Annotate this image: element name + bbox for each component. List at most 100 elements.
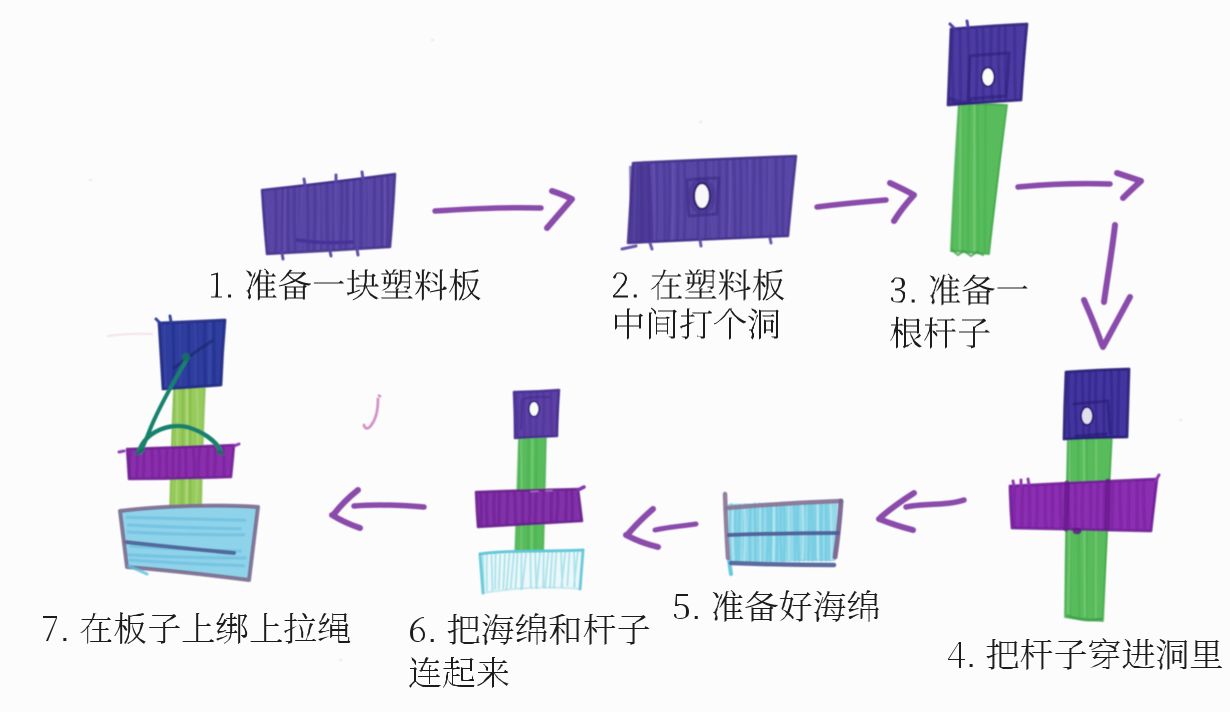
ink-stroke [135,448,225,456]
ink-stroke [1100,294,1133,350]
ink-stroke [903,497,967,510]
marker-texture [266,176,387,254]
ink-stroke [727,531,840,537]
ink-stroke [280,170,365,261]
arrows-layer [329,170,1144,550]
ink-stroke [949,101,1009,256]
arrow-step3-right [1015,170,1144,201]
ink-blob [1072,527,1082,535]
ink-stroke [1063,478,1111,532]
ink-stroke [728,560,837,568]
ink-stroke [832,498,844,560]
marker-texture [478,489,575,527]
ink-stroke [478,548,585,595]
ink-stroke [814,197,889,210]
ink-stroke [1066,614,1103,622]
ink-stroke [1072,399,1112,438]
glyph-根 [890,316,922,349]
glyph-来 [477,657,509,688]
marker-texture [1012,479,1147,531]
glyph-中 [615,308,643,340]
figure-step1-plastic-board [260,170,397,261]
ink-stroke [948,19,970,31]
figure-step4-pole-through-board [1008,367,1161,623]
ink-stroke [947,96,973,105]
ink-stroke [887,180,917,224]
ink-stroke [362,397,380,430]
ink-stroke [474,487,584,529]
rope-knot [182,353,190,361]
glyph-. [911,299,915,303]
arrow-step5-to-step6 [623,506,699,550]
ink-stroke [117,442,241,454]
figure-step6-sponge-attached-to-pole [474,388,586,595]
ink-stroke [1015,180,1113,190]
caption-step1: 1. 准备一块塑料板 [211,268,481,301]
ink-stroke [432,204,544,214]
ink-stroke [652,521,699,533]
caption-step7: 7. 在板子上绑上拉绳 [43,612,351,644]
figure-step2-board-with-hole [620,154,798,251]
ink-stroke [478,548,585,556]
ink-stroke [172,339,214,370]
hole-in-cap [527,400,541,418]
glyph-. [228,294,232,298]
ink-stroke [118,503,260,582]
ink-stroke [295,238,354,245]
ink-stroke [1101,222,1118,305]
arrow-step3-to-step4-down [1081,222,1133,350]
caption-step6: 6. 把海绵和杆子连起来 [409,613,650,688]
ink-stroke [512,388,561,440]
ink-stroke [576,485,586,492]
glyph-. [430,639,434,642]
glyph-洞 [748,308,779,340]
arrow-step1-to-step2 [432,188,575,231]
ink-stroke [1011,473,1161,488]
ink-stroke [106,332,154,338]
marker-texture [958,104,976,253]
ink-stroke [154,314,173,325]
figure-step7-finished-tool-with-rope [117,314,260,582]
stray-marks [89,39,1182,661]
glyph-. [63,638,67,641]
ink-stroke [878,490,917,520]
ink-stroke [724,498,844,511]
glyph-. [633,294,637,298]
ink-stroke [331,487,361,517]
ink-stroke [966,51,1011,101]
figure-step5-sponge [722,491,844,576]
ink-stroke [351,502,427,510]
glyph-间 [649,307,677,340]
ink-stroke [625,506,656,537]
caption-step3-text: 3. 准备一根杆子 [889,273,1127,311]
ink-stroke [623,532,661,550]
ink-stroke [544,188,575,231]
ink-stroke [946,22,1029,107]
ink-stroke [1062,367,1131,441]
glyph-. [969,664,973,667]
arrow-step4-to-step5 [876,490,967,533]
ink-stroke [482,550,579,592]
figure-step3-pole [946,19,1029,258]
glyph-起 [443,657,475,688]
hole-in-board [692,181,712,211]
ink-stroke [125,443,236,481]
ink-stroke [157,318,227,391]
ink-stroke [685,176,721,218]
ink-stroke [329,512,363,531]
ink-stroke [123,540,236,555]
ink-stroke [136,423,223,454]
ink-stroke [876,516,916,533]
glyph-杆 [924,317,956,349]
ink-stroke [1114,170,1144,201]
ink-layer [89,19,1182,661]
ink-stroke [377,394,382,398]
hole-in-cap [1080,406,1094,426]
arrow-step2-to-step3 [814,180,917,224]
hole-in-cap [980,66,996,88]
arrow-step6-to-step7 [329,487,427,531]
glyph-子 [959,318,990,349]
ink-stroke [626,154,798,245]
